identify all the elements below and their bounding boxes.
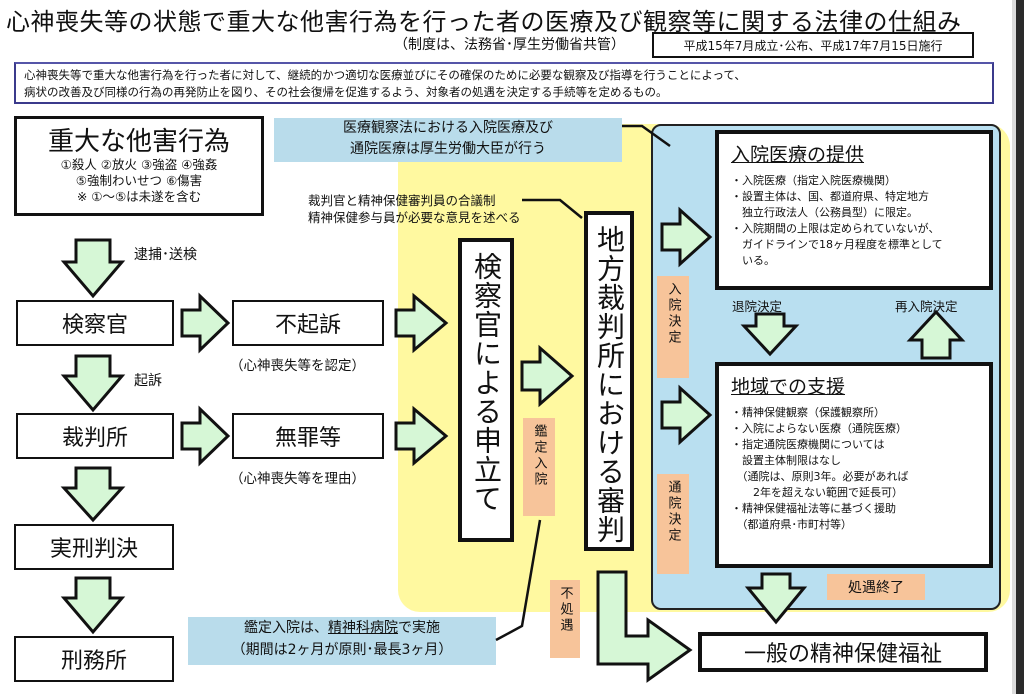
assessment-note-line-1: 鑑定入院は、精神科病院で実施 (188, 617, 496, 639)
inpatient-line: ガイドラインで18ヶ月程度を標準として (731, 238, 943, 251)
community-line: ・入院によらない医療（通院医療） (731, 422, 907, 435)
down-arrow-icon (60, 354, 126, 413)
outpatient-decision-tag: 通院決定 (657, 474, 689, 574)
inpatient-decision-tag: 入院決定 (657, 276, 689, 378)
serious-acts-box: 重大な他害行為 ①殺人 ②放火 ③強盗 ④強姦 ⑤強制わいせつ ⑥傷害 ※ ①～… (14, 116, 264, 216)
acquittal-box: 無罪等 (232, 413, 384, 459)
enactment-dates: 平成15年7月成立･公布、平成17年7月15日施行 (652, 32, 974, 58)
community-line: 設置主体制限はなし (731, 454, 841, 467)
outpatient-decision-tag-label: 通院決定 (665, 480, 681, 544)
page-title: 心神喪失等の状態で重大な他害行為を行った者の医療及び観察等に関する法律の仕組み (6, 8, 962, 36)
down-arrow-icon (60, 466, 126, 523)
assessment-note-underlined: 精神科病院 (328, 620, 398, 636)
inpatient-line: 独立行政法人（公務員型）に限定。 (731, 206, 918, 219)
non-prosecution-caption: （心神喪失等を認定） (230, 358, 365, 374)
community-line: ・指定通院医療機関については (731, 438, 885, 451)
assessment-note-line-2: （期間は2ヶ月が原則･最長3ヶ月） (231, 642, 453, 658)
inpatient-line: ・設置主体は、国、都道府県、特定地方 (731, 190, 929, 203)
discharge-label: 退院決定 (732, 299, 783, 314)
community-support-box: 地域での支援 ・精神保健観察（保護観察所） ・入院によらない医療（通院医療） ・… (715, 362, 993, 568)
serious-acts-line-3: ※ ①～⑤は未遂を含む (76, 189, 202, 204)
general-welfare-label: 一般の精神保健福祉 (743, 642, 942, 667)
arrest-label: 逮捕･送検 (134, 247, 197, 263)
indictment-label: 起訴 (134, 373, 162, 389)
window-edge (1016, 0, 1024, 694)
sentence-label: 実刑判決 (49, 537, 138, 562)
non-prosecution-label: 不起訴 (274, 313, 341, 338)
right-arrow-icon (180, 292, 231, 354)
petition-box: 検察官による申立て (458, 238, 514, 542)
inpatient-care-title: 入院医療の提供 (731, 144, 865, 166)
down-arrow-icon (60, 238, 126, 299)
prosecutor-label: 検察官 (61, 313, 128, 338)
purpose-line-1: 心神喪失等で重大な他害行為を行った者に対して、継続的かつ適切な医療並びにその確保… (24, 68, 746, 82)
community-line: ・精神保健観察（保護観察所） (731, 406, 885, 419)
inpatient-decision-tag-label: 入院決定 (665, 282, 681, 346)
court-label: 裁判所 (61, 426, 128, 451)
panel-note-line-2: 精神保健参与員が必要な意見を述べる (308, 210, 521, 225)
page-subtitle: （制度は、法務省･厚生労働省共管） (394, 37, 625, 53)
community-line: （都道府県･市町村等） (731, 518, 852, 531)
community-line: 2年を超えない範囲で延長可） (731, 486, 903, 499)
right-arrow-icon (180, 405, 231, 467)
purpose-line-2: 病状の改善及び同様の行為の再発防止を図り、その社会復帰を促進するよう、対象者の処… (24, 85, 668, 99)
purpose-box: 心神喪失等で重大な他害行為を行った者に対して、継続的かつ適切な医療並びにその確保… (14, 62, 994, 104)
petition-label: 検察官による申立て (470, 252, 503, 513)
acquittal-label: 無罪等 (274, 426, 341, 451)
panel-note: 裁判官と精神保健審判員の合議制 精神保健参与員が必要な意見を述べる (308, 192, 521, 226)
sentence-box: 実刑判決 (14, 524, 174, 570)
window-edge-scrollbar[interactable] (1012, 0, 1016, 694)
enactment-dates-text: 平成15年7月成立･公布、平成17年7月15日施行 (683, 38, 943, 53)
termination-label: 処遇終了 (848, 580, 904, 596)
acquittal-caption: （心神喪失等を理由） (230, 471, 365, 487)
prison-box: 刑務所 (14, 636, 174, 682)
assessment-tag-label: 鑑定入院 (531, 424, 547, 488)
no-treatment-tag: 不処遇 (550, 580, 580, 658)
inpatient-line: ・入院期間の上限は定められていないが、 (731, 222, 940, 235)
ministry-note-line-1: 医療観察法における入院医療及び (343, 120, 553, 136)
assessment-tag: 鑑定入院 (523, 418, 555, 516)
down-arrow-icon (60, 576, 126, 635)
prosecutor-box: 検察官 (16, 300, 174, 346)
no-treatment-tag-label: 不処遇 (557, 586, 573, 634)
inpatient-line: ・入院医療（指定入院医療機関） (731, 174, 896, 187)
prison-label: 刑務所 (60, 649, 127, 674)
serious-acts-line-1: ①殺人 ②放火 ③強盗 ④強姦 (60, 157, 218, 172)
court-box: 裁判所 (16, 413, 174, 459)
serious-acts-line-2: ⑤強制わいせつ ⑥傷害 (75, 173, 203, 188)
hearing-box: 地方裁判所における審判 (584, 211, 634, 551)
assessment-note-pre: 鑑定入院は、 (244, 620, 328, 636)
community-support-title: 地域での支援 (731, 376, 846, 398)
non-prosecution-box: 不起訴 (232, 300, 384, 346)
readmission-label: 再入院決定 (895, 299, 958, 314)
community-line: （通院は、原則3年。必要があれば (731, 470, 909, 483)
assessment-note-post: で実施 (398, 620, 440, 636)
panel-note-line-1: 裁判官と精神保健審判員の合議制 (308, 193, 496, 208)
inpatient-care-box: 入院医療の提供 ・入院医療（指定入院医療機関） ・設置主体は、国、都道府県、特定… (715, 130, 993, 290)
community-line: ・精神保健福祉法等に基づく援助 (731, 502, 896, 515)
assessment-note: 鑑定入院は、精神科病院で実施 （期間は2ヶ月が原則･最長3ヶ月） (188, 617, 496, 665)
termination-tag: 処遇終了 (827, 574, 925, 600)
ministry-note-line-2: 通院医療は厚生労働大臣が行う (350, 141, 546, 157)
ministry-note: 医療観察法における入院医療及び 通院医療は厚生労働大臣が行う (274, 118, 622, 162)
inpatient-line: いる。 (731, 254, 775, 267)
hearing-label: 地方裁判所における審判 (593, 225, 626, 544)
serious-acts-title: 重大な他害行為 (47, 127, 230, 157)
general-welfare-box: 一般の精神保健福祉 (698, 632, 988, 672)
